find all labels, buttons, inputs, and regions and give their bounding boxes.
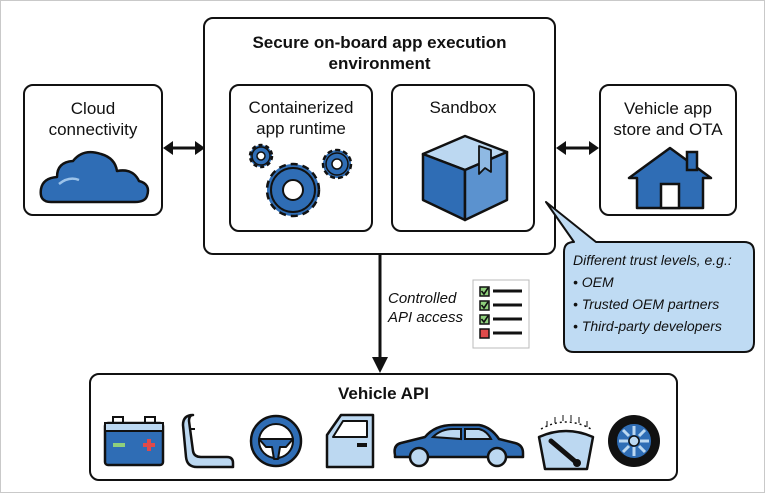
runtime-label-line2: app runtime (256, 119, 346, 138)
tire-icon (608, 415, 660, 467)
store-label-line2: store and OTA (613, 120, 723, 139)
api-access-arrow (372, 255, 388, 373)
seat-icon (181, 413, 235, 469)
steering-wheel-icon (249, 414, 303, 468)
env-to-store-arrow (556, 141, 599, 155)
cloud-icon (39, 150, 150, 204)
cloud-to-env-arrow (163, 141, 205, 155)
sandbox-label: Sandbox (429, 98, 497, 117)
api-access-label-line2: API access (388, 309, 464, 326)
callout-item-third-party: • Third-party developers (573, 318, 722, 334)
gears-icon (248, 143, 353, 218)
sandbox-box: Sandbox (391, 84, 535, 232)
cloud-connectivity-box: Cloud connectivity (23, 84, 163, 216)
vehicle-api-box: Vehicle API (89, 373, 678, 481)
house-icon (627, 146, 713, 210)
callout-heading: Different trust levels, e.g.: (573, 252, 732, 268)
vehicle-api-title: Vehicle API (337, 384, 430, 403)
windshield-wiper-icon (537, 415, 595, 471)
store-label-line1: Vehicle app (624, 99, 712, 118)
cloud-label-line1: Cloud (70, 99, 116, 118)
car-icon (393, 423, 525, 468)
api-access-label-line1: Controlled (388, 290, 457, 307)
checklist-icon (472, 279, 530, 349)
box-icon (421, 134, 509, 222)
cloud-label-line2: connectivity (48, 120, 138, 139)
callout-bubble (545, 201, 755, 353)
callout-item-trusted-partners: • Trusted OEM partners (573, 296, 720, 312)
runtime-label-line1: Containerized (248, 98, 354, 117)
containerized-runtime-box: Containerized app runtime (229, 84, 373, 232)
secure-env-title-line1: Secure on-board app execution (252, 33, 507, 52)
car-door-icon (325, 413, 375, 469)
vehicle-app-store-box: Vehicle app store and OTA (599, 84, 737, 216)
secure-env-title-line2: environment (328, 54, 431, 73)
battery-icon (103, 416, 165, 467)
callout-item-oem: • OEM (573, 274, 614, 290)
